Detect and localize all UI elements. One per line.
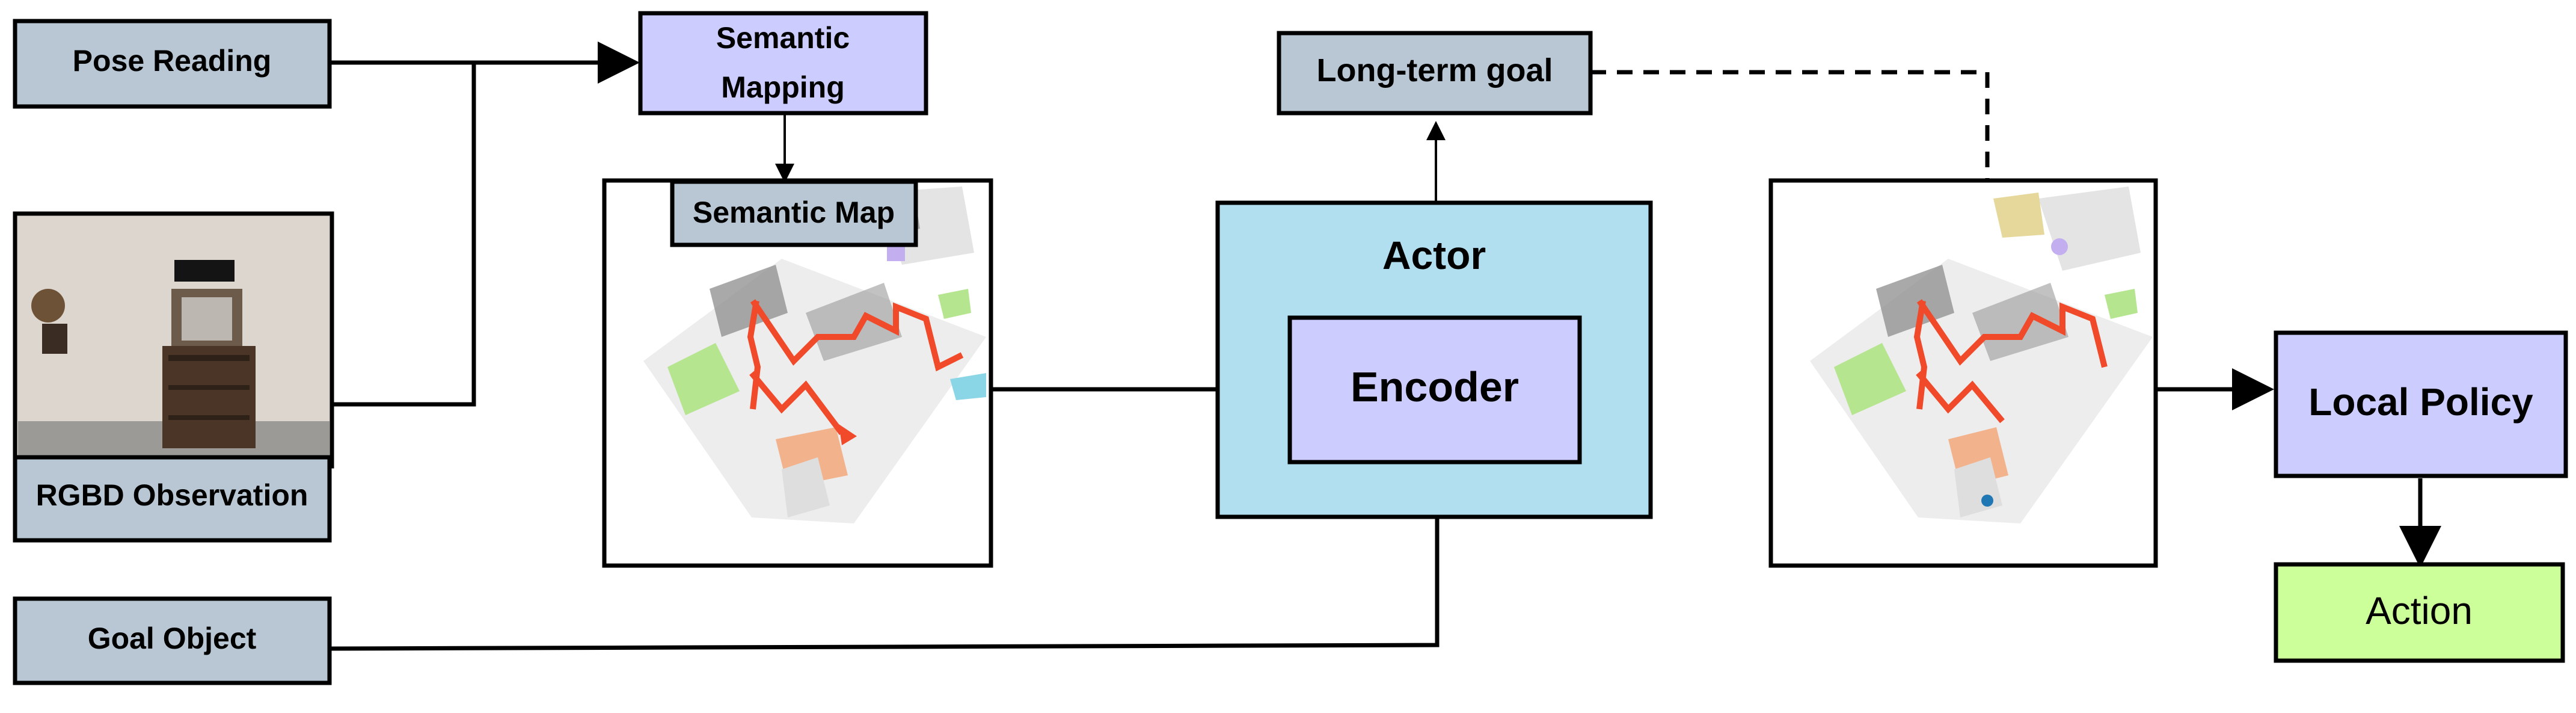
long-term-goal-node: Long-term goal	[1277, 31, 1593, 116]
goal-map-panel	[1768, 178, 2158, 568]
goal-object-label: Goal Object	[88, 622, 257, 655]
semantic-map-node: Semantic Map	[670, 179, 918, 247]
semantic-map-label: Semantic Map	[693, 196, 895, 229]
actor-node: Actor Encoder	[1215, 200, 1653, 519]
action-node: Action	[2274, 562, 2565, 663]
pose-reading-label: Pose Reading	[73, 44, 272, 78]
semantic-mapping-label-line2: Mapping	[721, 70, 845, 104]
action-label: Action	[2366, 589, 2473, 632]
long-term-goal-label: Long-term goal	[1317, 52, 1553, 88]
goal-object-node: Goal Object	[13, 596, 332, 685]
semantic-map-panel: Semantic Map	[602, 178, 993, 568]
rgbd-observation-node: RGBD Observation	[13, 455, 332, 543]
local-policy-node: Local Policy	[2274, 330, 2568, 478]
arrow-goal-to-encoder	[329, 462, 1458, 651]
rgbd-image	[13, 211, 334, 469]
goal-map-image	[1810, 187, 2153, 523]
goal-point-marker	[1981, 495, 1993, 507]
local-policy-label: Local Policy	[2308, 380, 2533, 424]
semantic-mapping-node: Semantic Mapping	[638, 11, 928, 116]
encoder-label: Encoder	[1351, 363, 1519, 410]
rgbd-observation-label: RGBD Observation	[36, 478, 308, 512]
pose-reading-node: Pose Reading	[13, 19, 332, 109]
encoder-node: Encoder	[1287, 315, 1582, 465]
connector-rgbd-to-pose-line	[332, 63, 476, 407]
semantic-mapping-label-line1: Semantic	[716, 21, 850, 55]
actor-label: Actor	[1382, 233, 1486, 277]
